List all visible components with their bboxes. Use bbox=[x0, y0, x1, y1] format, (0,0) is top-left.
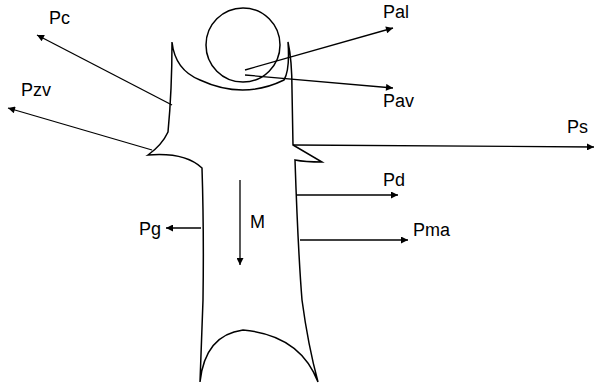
force-label: M bbox=[249, 212, 266, 232]
force-arrow bbox=[297, 194, 398, 195]
force-arrow bbox=[300, 239, 408, 240]
force-arrow bbox=[245, 28, 393, 70]
force-label: Pg bbox=[138, 219, 162, 239]
force-label: Pd bbox=[382, 170, 406, 190]
force-arrow bbox=[245, 75, 393, 88]
force-arrow bbox=[293, 145, 594, 147]
force-arrow bbox=[166, 227, 201, 228]
force-label: Pzv bbox=[20, 80, 52, 100]
force-label: Ps bbox=[566, 117, 589, 137]
force-label: Pc bbox=[48, 8, 71, 28]
force-arrow bbox=[8, 108, 152, 150]
force-arrow bbox=[239, 180, 240, 265]
force-label: Pav bbox=[382, 91, 415, 111]
force-arrow bbox=[37, 35, 172, 105]
force-label: Pal bbox=[382, 2, 410, 22]
force-label: Pma bbox=[412, 220, 451, 240]
head-circle bbox=[206, 8, 280, 82]
body-outline bbox=[148, 42, 322, 382]
